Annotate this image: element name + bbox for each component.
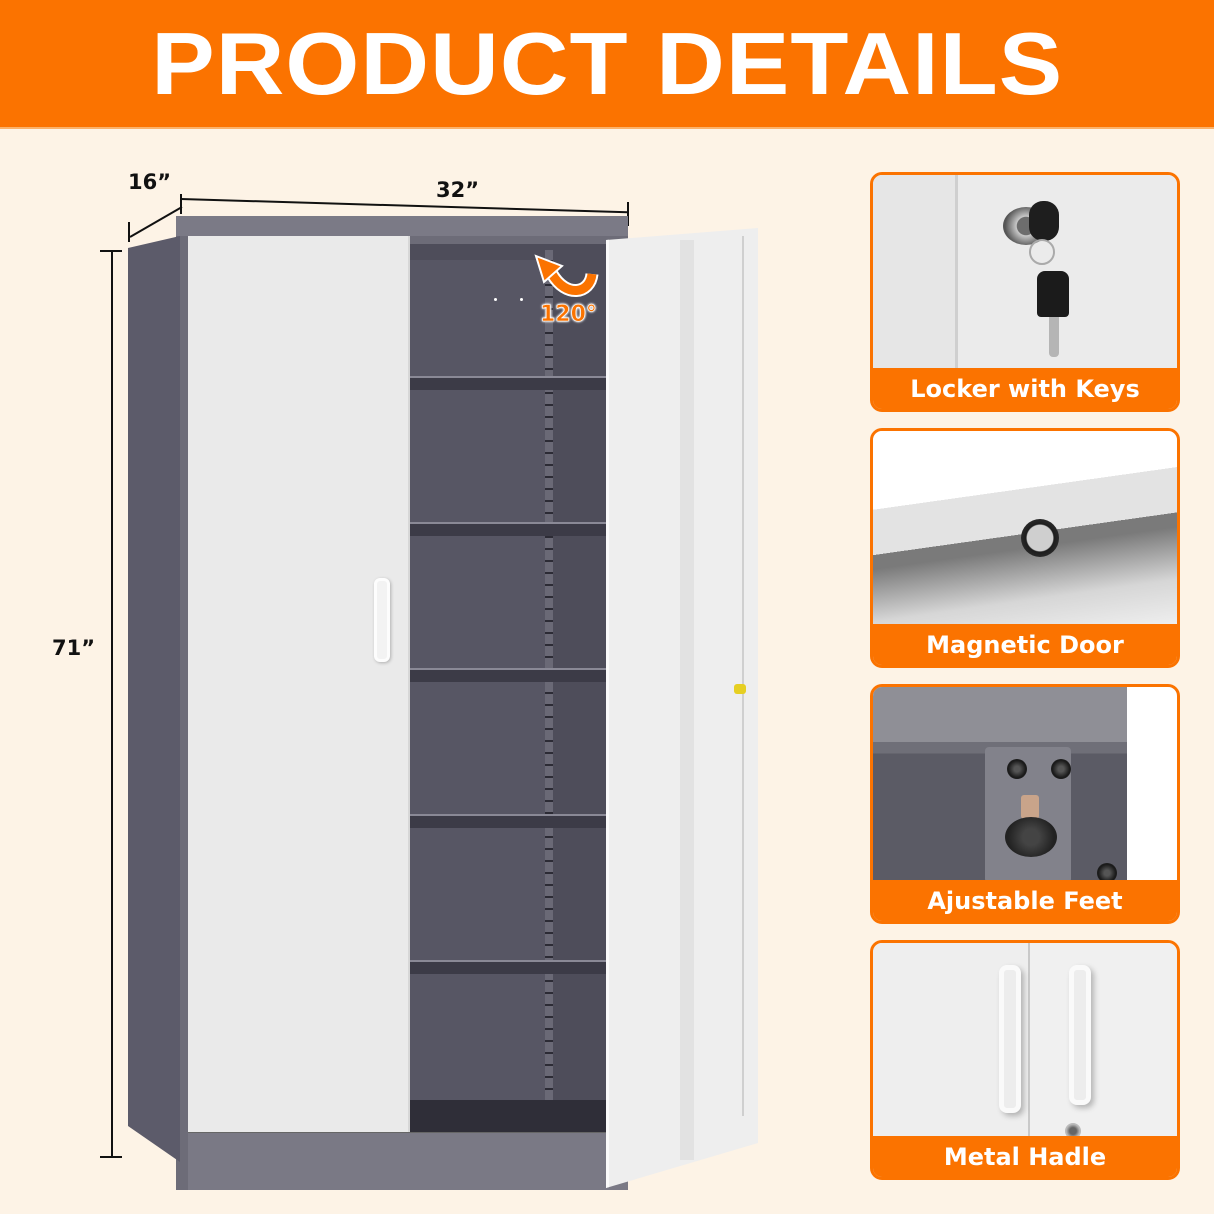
shelf	[410, 668, 606, 682]
handle-photo	[873, 943, 1177, 1139]
feature-label: Magnetic Door	[873, 624, 1177, 665]
door-handle	[374, 578, 390, 662]
feature-card-magnetic-door: Magnetic Door	[870, 428, 1180, 668]
height-line	[111, 250, 113, 1158]
mount-hole	[494, 298, 497, 301]
screw-icon	[1051, 759, 1071, 779]
photo-background	[1127, 687, 1177, 883]
handle-icon	[1069, 965, 1091, 1105]
cabinet-top	[176, 216, 628, 236]
cabinet-back-panel	[410, 260, 550, 1120]
door-latch	[734, 684, 746, 694]
feature-card-handle: Metal Hadle	[870, 940, 1180, 1180]
depth-tick	[180, 194, 182, 214]
mount-hole	[520, 298, 523, 301]
screw-icon	[1097, 863, 1117, 883]
leveling-foot-icon	[1005, 817, 1057, 857]
page-title: PRODUCT DETAILS	[150, 13, 1064, 113]
rotation-arrow-icon	[534, 254, 599, 297]
feet-photo	[873, 687, 1177, 883]
cabinet-side-panel	[128, 236, 180, 1162]
cabinet-base	[188, 1132, 628, 1190]
left-door	[188, 236, 410, 1132]
header-banner: PRODUCT DETAILS	[0, 0, 1214, 129]
cabinet-floor	[410, 1100, 606, 1132]
width-label: 32”	[436, 178, 480, 202]
magnet-icon	[1021, 519, 1059, 557]
magnet-photo	[873, 431, 1177, 627]
height-tick-bottom	[100, 1156, 122, 1158]
shelf	[410, 960, 606, 974]
lock-icon	[1065, 1123, 1081, 1139]
width-line	[180, 198, 628, 214]
shelf	[410, 522, 606, 536]
shelf	[410, 376, 606, 390]
handle-icon	[999, 965, 1021, 1113]
locking-rod	[742, 236, 744, 1116]
lock-photo	[873, 175, 1177, 371]
screw-icon	[1007, 759, 1027, 779]
key-ring-icon	[1029, 239, 1055, 265]
depth-label: 16”	[128, 170, 172, 194]
feature-label: Locker with Keys	[873, 368, 1177, 409]
feature-label: Ajustable Feet	[873, 880, 1177, 921]
height-label: 71”	[52, 636, 96, 660]
door-angle-label: 120°	[540, 302, 598, 328]
depth-line	[129, 206, 183, 238]
shelf	[410, 814, 606, 828]
depth-tick-left	[128, 222, 130, 242]
bolt-icon	[1021, 795, 1039, 819]
feature-card-lock: Locker with Keys	[870, 172, 1180, 412]
feature-label: Metal Hadle	[873, 1136, 1177, 1177]
door-stiffener	[680, 240, 694, 1160]
feature-card-feet: Ajustable Feet	[870, 684, 1180, 924]
width-tick	[627, 202, 629, 226]
height-tick-top	[100, 250, 122, 252]
key-blade-icon	[1049, 317, 1059, 357]
key-head-icon	[1029, 201, 1059, 241]
key-icon	[1037, 271, 1069, 317]
shelf-rail	[545, 250, 553, 1120]
